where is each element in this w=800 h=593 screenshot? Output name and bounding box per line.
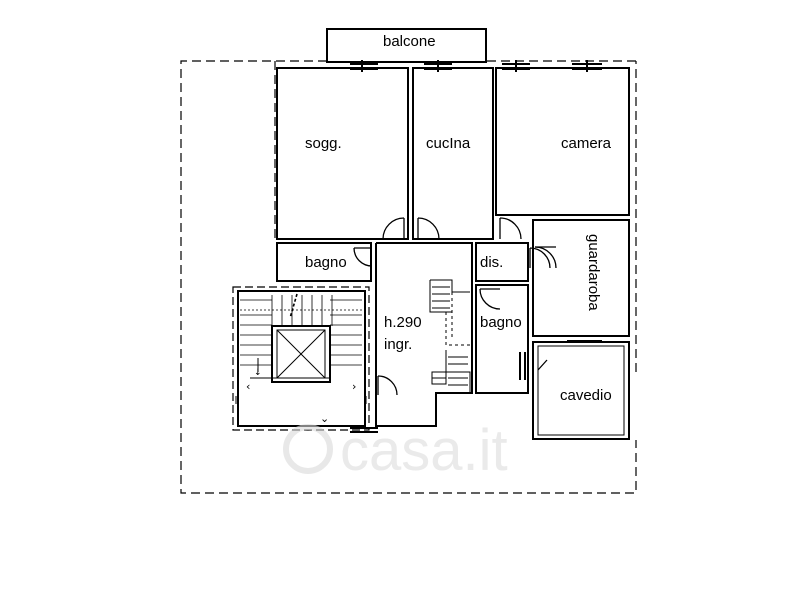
label-camera: camera <box>561 135 612 152</box>
room-cucina <box>412 67 494 240</box>
room-soggiorno <box>276 67 409 240</box>
watermark: casa.it <box>283 418 508 483</box>
label-ingresso-height: h.290 <box>384 314 422 331</box>
stairwell: ‹ › ⌄ ↓ <box>232 286 370 431</box>
svg-text:↓: ↓ <box>254 368 262 378</box>
label-bagno-2: bagno <box>480 314 522 331</box>
svg-text:⌄: ⌄ <box>320 412 329 425</box>
label-cavedio: cavedio <box>560 387 612 404</box>
walls <box>276 67 630 440</box>
room-camera <box>495 67 630 216</box>
doors <box>353 217 557 396</box>
label-bagno-1: bagno <box>305 254 347 271</box>
room-labels: balcone sogg. cucIna camera bagno dis. g… <box>305 33 612 404</box>
svg-text:›: › <box>352 380 356 393</box>
label-ingresso: ingr. <box>384 336 412 353</box>
elevator <box>271 325 331 383</box>
internal-stair <box>429 279 471 393</box>
label-guardaroba: guardaroba <box>585 234 602 311</box>
room-ingresso <box>375 242 473 427</box>
svg-text:‹: ‹ <box>246 380 250 393</box>
balcony <box>326 28 487 63</box>
label-balcone: balcone <box>383 33 436 50</box>
label-cucina: cucIna <box>426 135 471 152</box>
label-disimpegno: dis. <box>480 254 503 271</box>
room-bagno-1 <box>276 242 372 282</box>
property-boundary <box>180 60 637 494</box>
windows <box>350 60 602 433</box>
room-guardaroba <box>532 219 630 337</box>
watermark-text: casa.it <box>340 418 508 483</box>
room-disimpegno <box>475 242 529 282</box>
label-soggiorno: sogg. <box>305 135 342 152</box>
